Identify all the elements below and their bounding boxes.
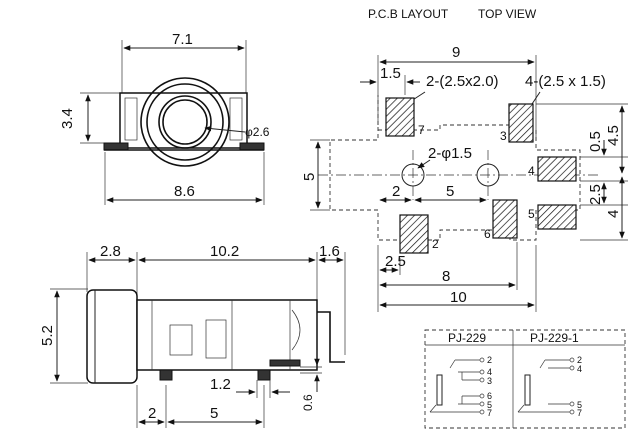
top-view: 7.1 3.4 φ2.6 8.6 xyxy=(59,31,270,205)
pj229-pin: 2 xyxy=(487,355,492,365)
dim-side-b: 10.2 xyxy=(210,243,239,260)
dim-side-height: 5.2 xyxy=(39,325,56,346)
dim-top-height: 3.4 xyxy=(59,108,76,129)
header-title: P.C.B LAYOUT xyxy=(368,7,449,21)
dim-right-c: 2.5 xyxy=(587,184,604,205)
pad-7 xyxy=(385,97,415,137)
dim-right-a: 0.5 xyxy=(587,131,604,152)
dim-bottom-b: 5 xyxy=(210,405,218,422)
hole-spec: 2-φ1.5 xyxy=(428,145,472,162)
dim-pcb-offset: 1.5 xyxy=(380,65,401,82)
dim-pin-gap: 1.2 xyxy=(210,376,231,393)
pad-label-4: 4 xyxy=(528,164,535,178)
pad-5 xyxy=(537,204,577,230)
pj229-pin-list: 2 4 3 6 5 7 xyxy=(479,355,492,418)
dim-side-c: 1.6 xyxy=(319,243,340,260)
dim-bottom-width: 8.6 xyxy=(174,183,195,200)
pj2291-pin: 5 xyxy=(577,400,582,410)
dim-pcb-total-top: 9 xyxy=(452,44,460,61)
pj2291-pin: 4 xyxy=(577,364,582,374)
pad-3 xyxy=(508,103,534,143)
pad-label-3: 3 xyxy=(500,129,507,143)
dim-hole-diameter: φ2.6 xyxy=(245,125,270,139)
dim-pcb-height-left: 5 xyxy=(301,173,318,181)
pj229-pin: 4 xyxy=(487,367,492,377)
dim-pin-thickness: 0.6 xyxy=(301,394,315,411)
pj2291-pin-list: 2 4 5 7 xyxy=(569,355,582,418)
pj229-pin: 3 xyxy=(487,376,492,386)
dim-side-a: 2.8 xyxy=(100,243,121,260)
schematic-col-pj229: PJ-229 xyxy=(448,331,486,345)
pcb-layout: 9 1.5 2-(2.5x2.0) 4-(2.5 x 1.5) 2-φ1.5 7… xyxy=(301,44,628,312)
pj2291-pin: 2 xyxy=(577,355,582,365)
schematic-col-pj2291: PJ-229-1 xyxy=(530,331,579,345)
pad-spec-left: 2-(2.5x2.0) xyxy=(426,73,499,90)
pj2291-pin: 7 xyxy=(577,408,582,418)
pad-4 xyxy=(537,156,577,182)
pj229-pin: 6 xyxy=(487,391,492,401)
header-subtitle: TOP VIEW xyxy=(478,7,537,21)
pj229-pin: 5 xyxy=(487,400,492,410)
dim-right-b: 4.5 xyxy=(605,125,622,146)
pad-label-5: 5 xyxy=(528,207,535,221)
pad-label-6: 6 xyxy=(484,227,491,241)
pad-label-7: 7 xyxy=(418,123,425,137)
dim-hole-left: 2 xyxy=(392,183,400,200)
pad-label-2: 2 xyxy=(432,237,439,251)
dim-top-width: 7.1 xyxy=(172,31,193,48)
pad-2 xyxy=(399,214,429,254)
dim-bottom-10: 10 xyxy=(450,289,467,306)
dim-bottom-a: 2 xyxy=(148,405,156,422)
dim-pad-width: 2.5 xyxy=(385,253,406,270)
dim-bottom-8: 8 xyxy=(442,268,450,285)
pj229-pin: 7 xyxy=(487,408,492,418)
dim-hole-spacing: 5 xyxy=(446,183,454,200)
pad-spec-right: 4-(2.5 x 1.5) xyxy=(525,73,606,90)
dim-right-d: 4 xyxy=(605,210,622,218)
side-view: 2.8 10.2 1.6 5.2 1.2 0.6 xyxy=(39,243,346,428)
schematic-table: PJ-229 PJ-229-1 2 4 3 6 5 7 2 4 5 7 xyxy=(424,329,626,429)
pad-6 xyxy=(492,199,518,239)
